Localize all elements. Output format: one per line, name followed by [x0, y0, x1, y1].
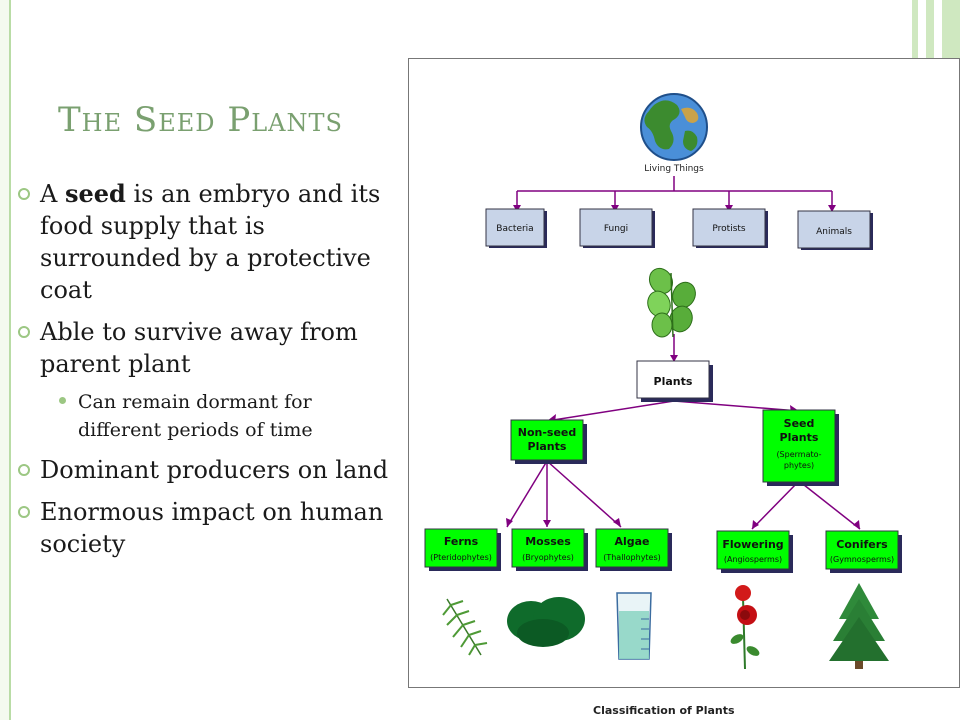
- conifers-sub: (Gymnosperms): [830, 555, 894, 564]
- mosses-sub: (Bryophytes): [522, 553, 574, 562]
- seed-label-3: (Spermato-: [776, 450, 821, 459]
- bullet-seed-definition: A seed is an embryo and its food supply …: [18, 178, 398, 306]
- diagram-caption: Classification of Plants: [593, 704, 735, 717]
- plant-leaves-icon: [647, 267, 696, 338]
- algae-label: Algae: [614, 535, 649, 548]
- classification-diagram: Living Things: [408, 58, 960, 688]
- left-edge-decoration: [0, 0, 11, 720]
- kingdom-boxes: Bacteria Fungi Protists Animals: [485, 208, 873, 250]
- slide-title: The Seed Plants: [58, 100, 343, 140]
- diagram-svg: Living Things: [424, 93, 902, 670]
- flowering-label: Flowering: [722, 538, 783, 551]
- plants-label: Plants: [654, 375, 693, 388]
- conifer-icon: [829, 583, 889, 669]
- rose-icon: [730, 585, 760, 670]
- mosses-label: Mosses: [525, 535, 571, 548]
- bold-term: seed: [64, 179, 126, 208]
- seed-label-1: Seed: [784, 417, 815, 430]
- bullet-list: A seed is an embryo and its food supply …: [18, 178, 398, 570]
- fern-icon: [442, 598, 488, 656]
- bullet-marker: [18, 326, 30, 338]
- flowering-sub: (Angiosperms): [724, 555, 782, 564]
- root-label: Living Things: [644, 164, 704, 174]
- nonseed-label-2: Plants: [528, 440, 567, 453]
- algae-sub: (Thallophytes): [603, 553, 661, 562]
- beaker-icon: [616, 592, 652, 660]
- kingdom-animals: Animals: [816, 227, 852, 237]
- bullet-impact: Enormous impact on human society: [18, 496, 398, 560]
- bullet-producers: Dominant producers on land: [18, 454, 398, 486]
- conifers-label: Conifers: [836, 538, 888, 551]
- seed-label-2: Plants: [780, 431, 819, 444]
- group-boxes: Non-seed Plants Seed Plants (Spermato- p…: [510, 409, 839, 486]
- kingdom-fungi: Fungi: [604, 224, 628, 234]
- bullet-marker: [18, 188, 30, 200]
- globe-icon: [640, 93, 708, 161]
- plants-box: Plants: [636, 360, 713, 402]
- bullet-marker: [18, 506, 30, 518]
- kingdom-protists: Protists: [712, 224, 746, 234]
- sub-bullet-dormant: Can remain dormant for different periods…: [18, 388, 398, 444]
- ferns-sub: (Pteridophytes): [430, 553, 492, 562]
- moss-icon: [507, 597, 585, 647]
- kingdom-bacteria: Bacteria: [496, 224, 533, 234]
- bullet-marker: [59, 397, 66, 404]
- nonseed-label-1: Non-seed: [518, 426, 577, 439]
- bullet-survive: Able to survive away from parent plant: [18, 316, 398, 380]
- category-boxes: Ferns (Pteridophytes) Mosses (Bryophytes…: [424, 528, 902, 573]
- bullet-marker: [18, 464, 30, 476]
- ferns-label: Ferns: [444, 535, 479, 548]
- seed-label-4: phytes): [784, 461, 814, 470]
